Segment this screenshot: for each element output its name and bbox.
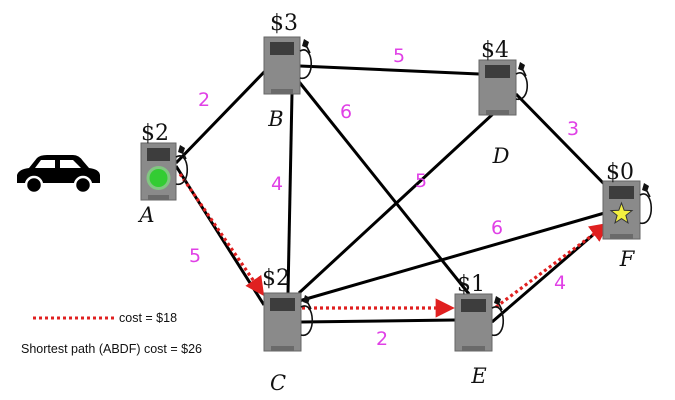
gas-pump-icon — [263, 36, 312, 95]
legend-dotted-label: cost = $18 — [119, 311, 177, 325]
edge-a-b — [174, 66, 270, 165]
node-c: $2C — [262, 266, 313, 395]
edge-b-c — [286, 92, 294, 294]
edge-weight-b-e: 6 — [340, 101, 352, 123]
node-d: $4D — [478, 38, 528, 168]
edge-weight-d-f: 3 — [567, 118, 579, 140]
edges-layer — [174, 64, 612, 324]
node-a-price: $2 — [141, 121, 169, 146]
node-d-label: D — [492, 144, 510, 168]
node-b-price: $3 — [270, 11, 298, 36]
edge-weight-b-c: 4 — [271, 173, 283, 195]
gas-pump-icon — [454, 293, 504, 352]
node-e-label: E — [470, 364, 486, 388]
edge-b-d — [299, 64, 480, 76]
gas-pump-icon — [478, 59, 528, 116]
edge-weight-c-d: 5 — [415, 170, 427, 192]
legend: cost = $18 Shortest path (ABDF) cost = $… — [21, 311, 202, 356]
edge-c-e — [300, 318, 456, 324]
edge-c-f — [298, 210, 609, 303]
node-b: $3B — [263, 11, 312, 131]
node-c-price: $2 — [262, 266, 290, 291]
labels-layer: 2 5 4 5 6 5 2 6 3 4 — [189, 45, 579, 350]
node-e-price: $1 — [457, 272, 485, 297]
dotted-path-e-f — [495, 222, 610, 309]
edge-b-e — [294, 77, 471, 295]
edge-weight-e-f: 4 — [554, 272, 566, 294]
edge-weight-a-c: 5 — [189, 245, 201, 267]
gas-pump-icon — [263, 292, 313, 352]
edge-weight-b-d: 5 — [393, 45, 405, 67]
node-e: $1E — [454, 272, 504, 388]
green-light-icon — [149, 169, 168, 187]
node-d-price: $4 — [481, 38, 509, 63]
edge-e-f — [491, 220, 609, 324]
node-c-label: C — [270, 371, 286, 395]
nodes-layer: $2A$3B$2C$4D$1E$0F — [137, 11, 652, 395]
car-icon — [17, 155, 100, 195]
node-a-label: A — [137, 203, 154, 227]
node-f: $0F — [602, 160, 652, 271]
edge-a-c — [174, 165, 266, 306]
node-a: $2A — [137, 121, 188, 227]
edge-weight-c-e: 2 — [376, 328, 388, 350]
edge-weight-a-b: 2 — [198, 89, 210, 111]
node-f-label: F — [619, 247, 636, 271]
star-icon — [609, 201, 634, 225]
dotted-path-a-c — [178, 173, 265, 297]
node-b-label: B — [267, 107, 283, 131]
edge-c-d — [297, 111, 496, 295]
node-f-price: $0 — [606, 160, 634, 185]
legend-shortest-label: Shortest path (ABDF) cost = $26 — [21, 342, 202, 356]
edge-d-f — [514, 92, 612, 192]
edge-weight-c-f: 6 — [491, 217, 503, 239]
